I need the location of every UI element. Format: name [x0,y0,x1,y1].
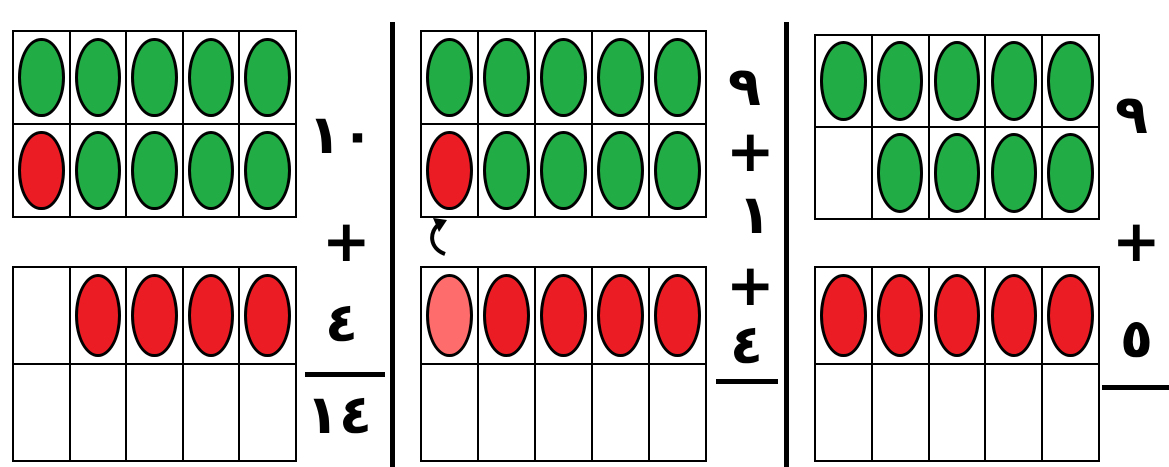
green-counter [990,41,1038,121]
equation-sum: ١٤ [306,383,372,446]
ten-frame-cell [814,126,873,220]
green-counter [654,37,701,118]
ten-frame-cell [420,363,479,462]
ten-frame-cell [12,363,71,462]
green-counter [597,37,644,118]
green-counter [597,130,644,211]
green-counter [18,37,65,118]
green-counter [131,37,178,118]
plus-sign: + [726,117,775,185]
equation-second-addend: ١ [738,183,771,246]
ten-frame-cell [238,363,297,462]
ten-frame-cell [125,363,184,462]
curved-arrow-up-icon [430,218,447,256]
sum-line [716,379,778,384]
red-counter [244,273,291,358]
panel-divider [784,22,789,467]
red-counter [74,273,122,358]
ten-frame-cell [68,363,128,462]
sum-line [1102,385,1169,390]
equation-second-addend: ٤ [325,291,358,354]
green-counter [654,130,701,211]
red-counter [820,273,867,358]
red-counter [990,273,1038,358]
plus-sign: + [322,207,371,275]
green-counter [74,37,122,118]
green-counter [74,130,122,211]
equation-first-addend: ٩ [1115,83,1148,146]
green-counter [483,130,530,211]
red-counter [876,273,924,358]
plus-sign: + [1112,207,1161,275]
green-counter [540,130,587,211]
red-counter [933,273,981,358]
green-counter [483,37,530,118]
equation-first-addend: ١٠ [308,103,374,166]
red-counter [597,273,644,358]
ten-frame-cell [534,363,593,462]
green-counter [876,133,924,213]
green-counter [820,41,867,121]
ten-frame-cell [870,363,930,462]
ten-frame-cell [591,363,650,462]
green-counter [131,130,178,211]
red-counter [1047,273,1094,358]
green-counter [1047,133,1094,213]
green-counter [990,133,1038,213]
red-counter [540,273,587,358]
equation-second-addend: ٥ [1120,307,1153,370]
ten-frame-cell [984,363,1044,462]
green-counter [244,37,291,118]
equation-first-addend: ٩ [728,55,761,118]
green-counter [187,130,235,211]
ten-frame-cell [648,363,707,462]
green-counter [1047,41,1094,121]
red-counter [483,273,530,358]
ten-frame-cell [477,363,536,462]
green-counter [933,133,981,213]
equation-third-addend: ٤ [730,313,763,376]
panel-divider [390,22,395,467]
sum-line [305,372,385,377]
ten-frame-cell [12,266,71,365]
red-counter [426,273,473,358]
ten-frame-cell [181,363,241,462]
green-counter [876,41,924,121]
red-counter [654,273,701,358]
ten-frame-cell [1041,363,1100,462]
green-counter [933,41,981,121]
ten-frame-cell [927,363,987,462]
red-counter [131,273,178,358]
green-counter [244,130,291,211]
red-counter [18,130,65,211]
ten-frame-cell [814,363,873,462]
green-counter [187,37,235,118]
red-counter [187,273,235,358]
green-counter [540,37,587,118]
green-counter [426,37,473,118]
red-counter [426,130,473,211]
plus-sign: + [726,251,775,319]
